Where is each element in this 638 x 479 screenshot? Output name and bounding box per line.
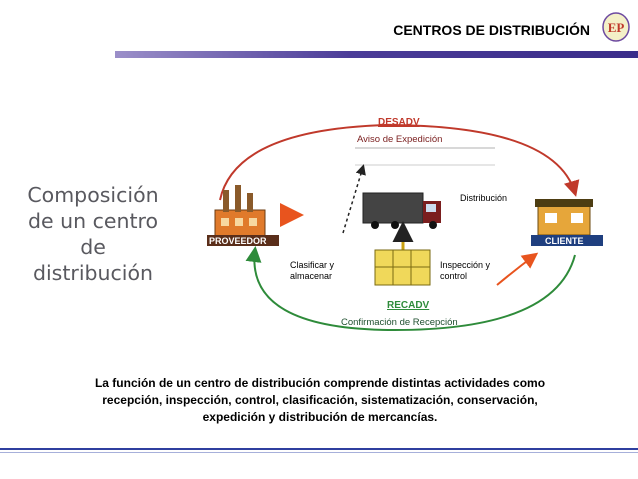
truck-icon xyxy=(362,192,441,229)
clasificar-line: Clasificar y xyxy=(290,260,335,270)
inspeccion-line: control xyxy=(440,271,468,281)
distribution-diagram: DESADV Aviso de Expedición PROVEEDOR CLI… xyxy=(195,105,615,345)
distribucion-label: Distribución xyxy=(460,193,508,203)
store-icon xyxy=(535,199,593,236)
caption-line: expedición y distribución de mercancías. xyxy=(202,410,438,424)
side-title-line: de xyxy=(80,235,106,259)
svg-text:EP: EP xyxy=(608,20,625,35)
bottom-cycle-arrow xyxy=(245,246,576,332)
confirmacion-label: Confirmación de Recepción xyxy=(341,317,458,328)
side-title-line: distribución xyxy=(32,261,154,285)
cliente-label: CLIENTE xyxy=(545,236,584,246)
caption-line: La función de un centro de distribución … xyxy=(94,376,546,390)
recadv-label: RECADV xyxy=(387,300,430,311)
dispatch-arrow xyxy=(342,164,366,234)
header-rule xyxy=(115,51,638,58)
aviso-label: Aviso de Expedición xyxy=(357,134,443,145)
page-title: CENTROS DE DISTRIBUCIÓN xyxy=(393,22,590,38)
clasificar-label: Clasificar y almacenar xyxy=(290,260,334,282)
footer-rule xyxy=(0,448,638,450)
footer-rule-thin xyxy=(0,452,638,453)
proveedor-label: PROVEEDOR xyxy=(209,236,267,246)
warehouse-icon xyxy=(374,249,431,286)
side-title: Composición de un centro de distribución xyxy=(12,182,174,286)
inspeccion-label: Inspección y control xyxy=(440,260,490,282)
clasificar-line: almacenar xyxy=(290,271,333,281)
top-cycle-arrow xyxy=(219,123,580,201)
diagram-graphics xyxy=(207,123,603,332)
side-title-line: Composición xyxy=(27,183,159,207)
inspeccion-line: Inspección y xyxy=(440,260,491,270)
logo: EP xyxy=(602,12,630,42)
caption-line: recepción, inspección, control, clasific… xyxy=(102,393,538,407)
desadv-label: DESADV xyxy=(378,117,420,128)
caption: La función de un centro de distribución … xyxy=(40,375,600,426)
side-title-line: de un centro xyxy=(27,209,159,233)
